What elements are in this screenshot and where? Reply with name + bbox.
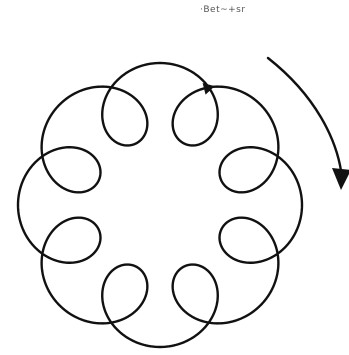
rotation-arrowhead-icon: [332, 168, 349, 190]
curve-direction-arrow: [202, 82, 215, 95]
loop-curve: [16, 61, 304, 349]
rotation-direction-arrow: [266, 56, 344, 180]
caption-text: ·Bet~+sr: [200, 5, 246, 15]
